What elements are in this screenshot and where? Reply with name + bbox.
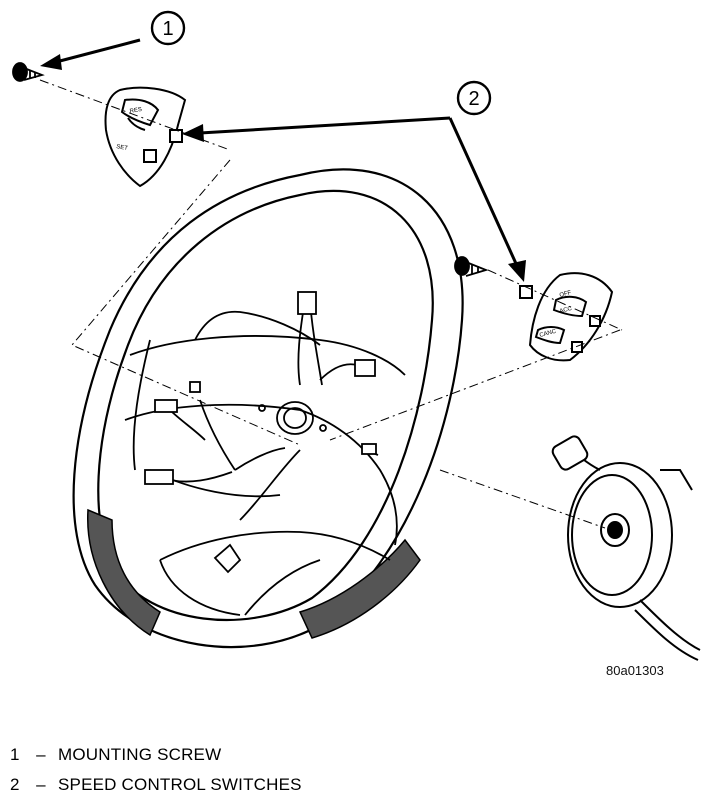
- clockspring: [551, 435, 701, 661]
- callout-2-number: 2: [468, 88, 479, 110]
- left-switch-label-upper: RES: [129, 107, 142, 115]
- legend-text: MOUNTING SCREW: [58, 745, 222, 764]
- callout-arrows: [55, 38, 520, 269]
- alignment-lines: [39, 79, 623, 529]
- right-switch-label-upper: OFF: [559, 290, 572, 299]
- steering-wheel-hub: [124, 310, 406, 616]
- legend-separator: –: [36, 775, 46, 794]
- legend-number: 1: [10, 745, 20, 764]
- rim-grip-shading: [87, 508, 421, 639]
- mounting-screw-right: [454, 256, 489, 277]
- legend-item-2: 2–SPEED CONTROL SWITCHES: [10, 770, 302, 800]
- right-switch-label-middle: ACC: [559, 306, 573, 315]
- legend: 1–MOUNTING SCREW 2–SPEED CONTROL SWITCHE…: [10, 740, 302, 800]
- left-speed-control-switch: RES SET: [104, 86, 187, 188]
- callout-1: 1: [150, 10, 186, 46]
- callout-2: 2: [456, 80, 492, 116]
- legend-item-1: 1–MOUNTING SCREW: [10, 740, 302, 770]
- wiring-harness: [144, 291, 379, 485]
- legend-number: 2: [10, 775, 20, 794]
- right-speed-control-switch: OFF ACC CANC: [519, 272, 614, 362]
- steering-wheel-diagram: RES SET OFF ACC CANC: [12, 10, 701, 661]
- arrowheads: [40, 54, 526, 282]
- mounting-screw-left: [12, 62, 45, 82]
- right-switch-label-lower: CANC: [539, 329, 558, 339]
- callout-1-number: 1: [162, 18, 173, 40]
- figure-id: 80a01303: [606, 663, 664, 678]
- legend-text: SPEED CONTROL SWITCHES: [58, 775, 302, 794]
- left-switch-label-lower: SET: [116, 144, 129, 152]
- legend-separator: –: [36, 745, 46, 764]
